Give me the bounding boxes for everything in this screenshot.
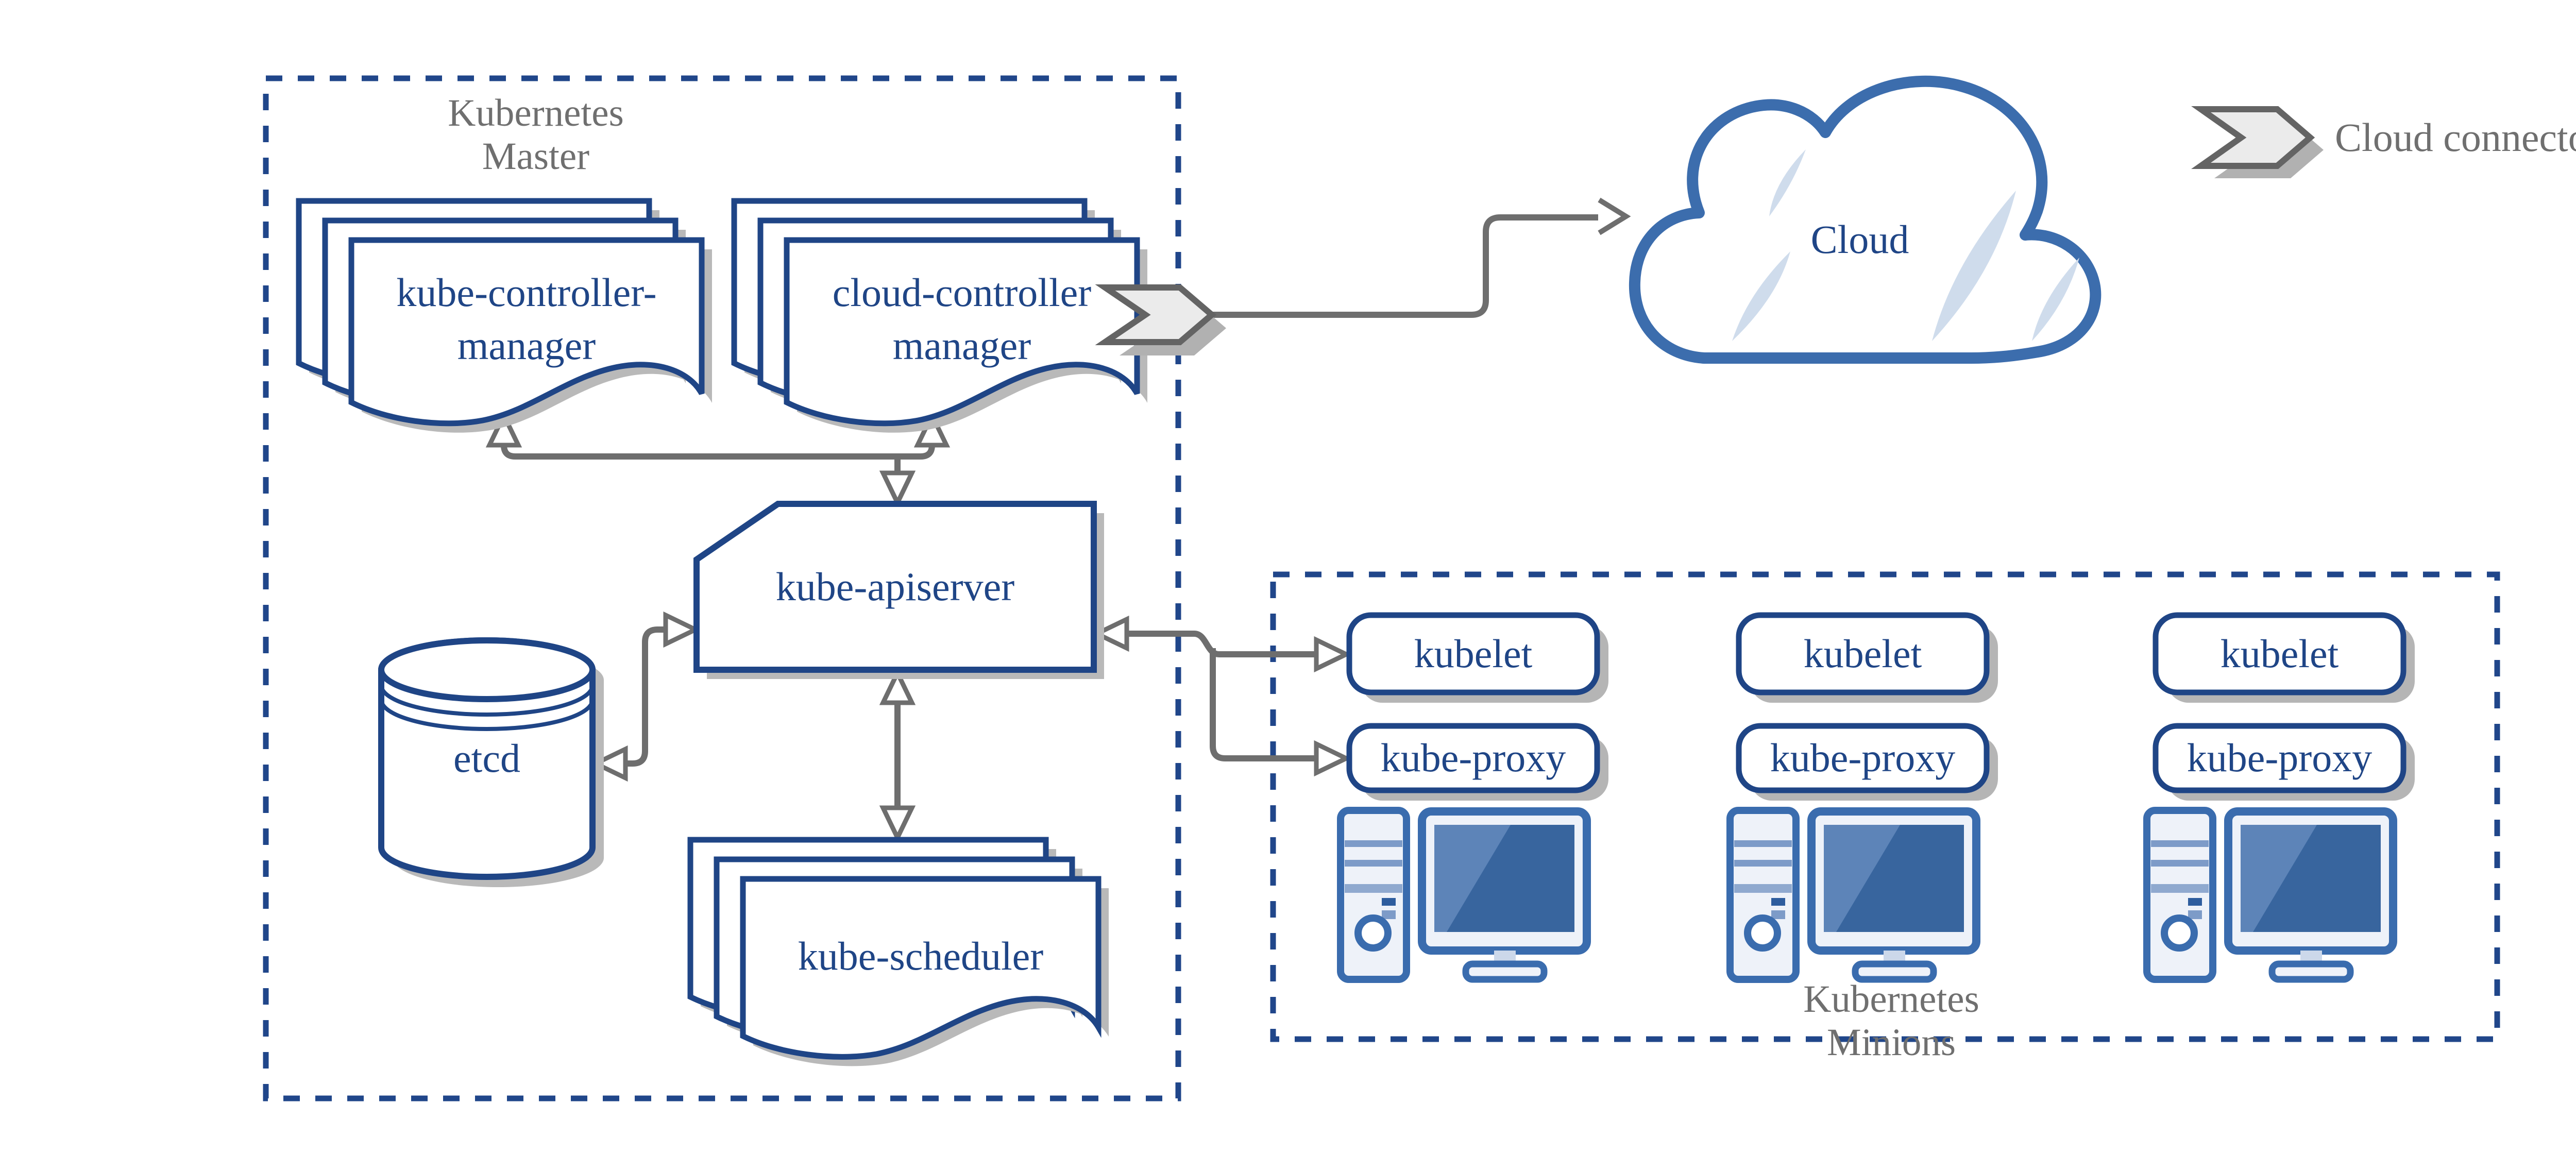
connector-lines bbox=[501, 197, 1631, 806]
master-title-line2: Master bbox=[482, 135, 590, 178]
master-title: Kubernetes Master bbox=[278, 92, 793, 178]
arrowhead-up-kcm bbox=[485, 410, 522, 448]
etcd-cylinder bbox=[378, 637, 604, 887]
etcd-apiserver-line bbox=[626, 626, 668, 767]
kube-scheduler-docs bbox=[687, 837, 1109, 1066]
cloud-controller-manager-docs bbox=[731, 198, 1147, 433]
cloud-connector-line bbox=[1212, 214, 1598, 318]
kcm-label-line1: kube-controller- bbox=[396, 270, 657, 315]
cloud-connector-chevron-icon bbox=[1095, 284, 1226, 355]
arrowhead-into-apiserver-right bbox=[1091, 615, 1129, 652]
kube-controller-manager-label: kube-controller- manager bbox=[351, 242, 702, 397]
master-title-line1: Kubernetes bbox=[448, 92, 624, 134]
minions-title-line2: Minions bbox=[1826, 1021, 1956, 1064]
kubernetes-master-box bbox=[263, 75, 1181, 1101]
arrowhead-down-scheduler bbox=[879, 805, 916, 843]
workstation-icon bbox=[2147, 810, 2393, 979]
scheduler-label: kube-scheduler bbox=[798, 933, 1044, 978]
cloud-controller-manager-label: cloud-controller manager bbox=[787, 242, 1137, 397]
kube-proxy-label: kube-proxy bbox=[1770, 735, 1956, 781]
kubelet-label: kubelet bbox=[1803, 631, 1922, 676]
kube-proxy-label: kube-proxy bbox=[1380, 735, 1566, 781]
cloud-label: Cloud bbox=[1810, 216, 1909, 262]
kubelet-box bbox=[1346, 612, 1600, 696]
arrowhead-into-cloud bbox=[1598, 197, 1631, 235]
kubelet-label: kubelet bbox=[2220, 631, 2339, 676]
legend-label: Cloud connector bbox=[2335, 115, 2576, 160]
minion-node-1 bbox=[1341, 612, 1608, 979]
arrowhead-into-apiserver-left bbox=[663, 611, 701, 648]
cloud-highlight-slivers bbox=[1732, 149, 2079, 341]
ccm-label-line2: manager bbox=[892, 323, 1031, 368]
cloud-shape bbox=[1629, 75, 2102, 364]
arrowhead-down-apiserver-top bbox=[879, 470, 916, 508]
minion-node-2 bbox=[1730, 612, 1998, 979]
minions-title-line1: Kubernetes bbox=[1803, 978, 1979, 1021]
arrowheads bbox=[485, 410, 1352, 843]
kube-proxy-label: kube-proxy bbox=[2187, 735, 2372, 781]
kcm-label-line2: manager bbox=[457, 323, 596, 368]
workstation-icon bbox=[1341, 810, 1587, 979]
controllers-junction-line bbox=[501, 429, 935, 460]
kubelet-box bbox=[2153, 612, 2406, 696]
arrowhead-into-kubeproxy bbox=[1314, 740, 1352, 777]
apiserver-label: kube-apiserver bbox=[775, 564, 1015, 609]
kubelet-box bbox=[1736, 612, 1990, 696]
apiserver-kubeproxy-line bbox=[1210, 648, 1315, 761]
workstation-icon bbox=[1730, 810, 1976, 979]
apiserver-kubelet-line bbox=[1129, 631, 1315, 657]
etcd-label: etcd bbox=[453, 736, 520, 781]
kube-proxy-box bbox=[2153, 723, 2406, 793]
arrowhead-into-etcd bbox=[590, 745, 628, 782]
kube-controller-manager-docs bbox=[296, 198, 712, 433]
kubernetes-minions-box bbox=[1270, 571, 2500, 1042]
legend-chevron-icon bbox=[2191, 106, 2324, 178]
minions-title: Kubernetes Minions bbox=[1634, 978, 2149, 1064]
arrowhead-into-kubelet bbox=[1314, 636, 1352, 673]
kubelet-label: kubelet bbox=[1414, 631, 1533, 676]
apiserver-card bbox=[693, 501, 1104, 679]
kube-proxy-box bbox=[1736, 723, 1990, 793]
arrowhead-up-apiserver-bottom bbox=[879, 667, 916, 705]
kube-proxy-box bbox=[1346, 723, 1600, 793]
minion-node-3 bbox=[2147, 612, 2415, 979]
ccm-label-line1: cloud-controller bbox=[832, 270, 1092, 315]
